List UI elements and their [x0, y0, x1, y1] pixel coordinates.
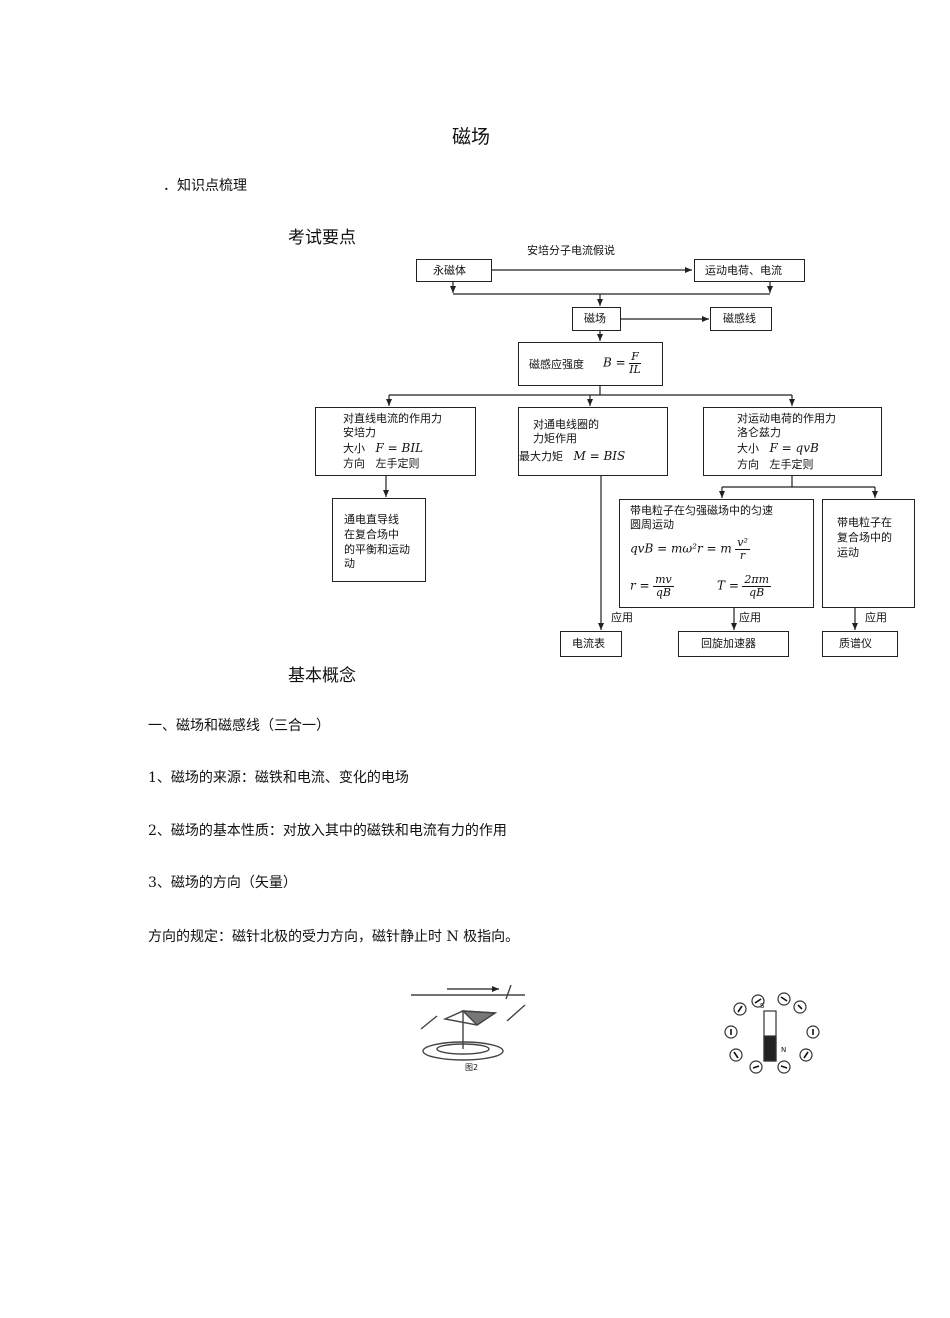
eq2-fraction: mv qB: [653, 573, 674, 600]
lorentz-force-box: 对运动电荷的作用力 洛仑兹力 大小 F = qvB 方向 左手定则: [703, 407, 882, 476]
ampere-dir-label: 方向: [343, 457, 365, 470]
lorentz-size-label: 大小: [737, 442, 759, 455]
ampere-force-direction: 方向 左手定则: [343, 457, 420, 471]
uniform-circle-line1: 带电粒子在匀强磁场中的匀速: [630, 504, 773, 517]
moving-charge-label: 运动电荷、电流: [705, 264, 782, 277]
straight-wire-box: 通电直导线 在复合场中 的平衡和运动 动: [332, 498, 426, 582]
straight-wire-line1: 通电直导线: [344, 513, 399, 526]
paragraph-5: 方向的规定：磁针北极的受力方向，磁针静止时 N 极指向。: [148, 929, 520, 945]
bar-magnet-figure: S N: [718, 989, 822, 1075]
eq2-denominator: qB: [655, 586, 671, 600]
wire-compass-figure: 图2: [407, 981, 529, 1076]
paragraph-4: 3、磁场的方向（矢量）: [148, 875, 297, 891]
eq1-numerator: v²: [735, 536, 750, 551]
coil-torque-box: 对通电线圈的 力矩作用 最大力矩 M = BIS: [518, 407, 668, 476]
compound-field-line3: 运动: [837, 546, 859, 559]
permanent-magnet-box: 永磁体: [416, 259, 492, 282]
magnet-s-label: S: [760, 1002, 765, 1010]
section-heading-exam-points: 考试要点: [288, 228, 356, 248]
eq3-numerator: 2πm: [742, 573, 772, 588]
compound-field-line2: 复合场中的: [837, 531, 892, 544]
field-lines-label: 磁感线: [723, 312, 756, 325]
straight-wire-line2: 在复合场中: [344, 528, 399, 541]
compound-field-box: 带电粒子在 复合场中的 运动: [822, 499, 915, 608]
lorentz-size-formula: F = qvB: [769, 441, 819, 455]
lorentz-direction: 方向 左手定则: [737, 458, 814, 472]
ammeter-box: 电流表: [560, 631, 622, 657]
induction-box: 磁感应强度 B = F IL: [518, 342, 663, 386]
ampere-force-line1: 对直线电流的作用力: [343, 412, 442, 425]
application-label-cyclotron: 应用: [739, 611, 761, 624]
permanent-magnet-label: 永磁体: [433, 264, 466, 277]
coil-max-formula: M = BIS: [573, 449, 626, 463]
uniform-circle-eq1: qvB = mω²r = m v² r: [630, 536, 750, 563]
lorentz-line2: 洛仑兹力: [737, 426, 781, 439]
ampere-dir-rule: 左手定则: [375, 457, 420, 470]
lorentz-dir-rule: 左手定则: [769, 458, 814, 471]
figure-2-label: 图2: [465, 1063, 479, 1072]
induction-formula-lhs: B =: [603, 355, 626, 370]
lorentz-dir-label: 方向: [737, 458, 759, 471]
application-label-ammeter: 应用: [611, 611, 633, 624]
ampere-force-box: 对直线电流的作用力 安培力 大小 F = BIL 方向 左手定则: [315, 407, 476, 476]
page-title: 磁场: [452, 126, 491, 148]
eq1-lhs: qvB = mω²r = m: [630, 541, 732, 556]
induction-formula: B = F IL: [603, 350, 641, 377]
section-heading-basic-concepts: 基本概念: [288, 666, 356, 686]
coil-line1: 对通电线圈的: [533, 418, 599, 431]
uniform-circle-box: 带电粒子在匀强磁场中的匀速 圆周运动 qvB = mω²r = m v² r r…: [619, 499, 814, 608]
eq3-fraction: 2πm qB: [742, 573, 772, 600]
ampere-size-formula: F = BIL: [375, 441, 424, 455]
paragraph-1: 一、磁场和磁感线（三合一）: [148, 718, 330, 734]
page-subtitle: ．知识点梳理: [163, 178, 247, 194]
eq2-numerator: mv: [653, 573, 674, 588]
straight-wire-line3: 的平衡和运动: [344, 543, 410, 556]
eq1-fraction: v² r: [735, 536, 750, 563]
coil-max-torque: 最大力矩 M = BIS: [519, 449, 625, 465]
eq1-denominator: r: [739, 549, 746, 563]
magnetic-field-box: 磁场: [572, 307, 621, 331]
eq2-lhs: r =: [630, 578, 650, 593]
mass-spec-label: 质谱仪: [839, 637, 872, 650]
ammeter-label: 电流表: [572, 637, 605, 650]
eq3-lhs: T =: [717, 578, 739, 593]
induction-label: 磁感应强度: [529, 358, 584, 371]
compound-field-line1: 带电粒子在: [837, 516, 892, 529]
ampere-force-size: 大小 F = BIL: [343, 441, 423, 457]
magnetic-field-label: 磁场: [584, 312, 606, 325]
induction-fraction: F IL: [629, 350, 641, 377]
coil-max-label: 最大力矩: [519, 450, 563, 463]
ampere-size-label: 大小: [343, 442, 365, 455]
bar-magnet-illustration: [724, 992, 820, 1074]
induction-denominator: IL: [629, 363, 641, 377]
uniform-circle-eq3: T = 2πm qB: [717, 573, 772, 600]
wire-compass-illustration: [411, 984, 526, 1061]
paragraph-3: 2、磁场的基本性质：对放入其中的磁铁和电流有力的作用: [148, 823, 507, 839]
mass-spec-box: 质谱仪: [822, 631, 898, 657]
magnet-n-label: N: [781, 1046, 787, 1054]
moving-charge-box: 运动电荷、电流: [694, 259, 805, 282]
uniform-circle-eq2: r = mv qB: [630, 573, 674, 600]
ampere-force-line2: 安培力: [343, 426, 376, 439]
application-label-mass-spec: 应用: [865, 611, 887, 624]
ampere-hypothesis-label: 安培分子电流假说: [527, 244, 615, 257]
lorentz-size: 大小 F = qvB: [737, 441, 819, 457]
straight-wire-line4: 动: [344, 557, 355, 570]
field-lines-box: 磁感线: [710, 307, 772, 331]
paragraph-2: 1、磁场的来源：磁铁和电流、变化的电场: [148, 770, 409, 786]
eq3-denominator: qB: [749, 586, 765, 600]
lorentz-line1: 对运动电荷的作用力: [737, 412, 836, 425]
cyclotron-label: 回旋加速器: [701, 637, 756, 650]
coil-line2: 力矩作用: [533, 432, 577, 445]
uniform-circle-line2: 圆周运动: [630, 518, 674, 531]
induction-numerator: F: [629, 350, 641, 365]
cyclotron-box: 回旋加速器: [678, 631, 789, 657]
